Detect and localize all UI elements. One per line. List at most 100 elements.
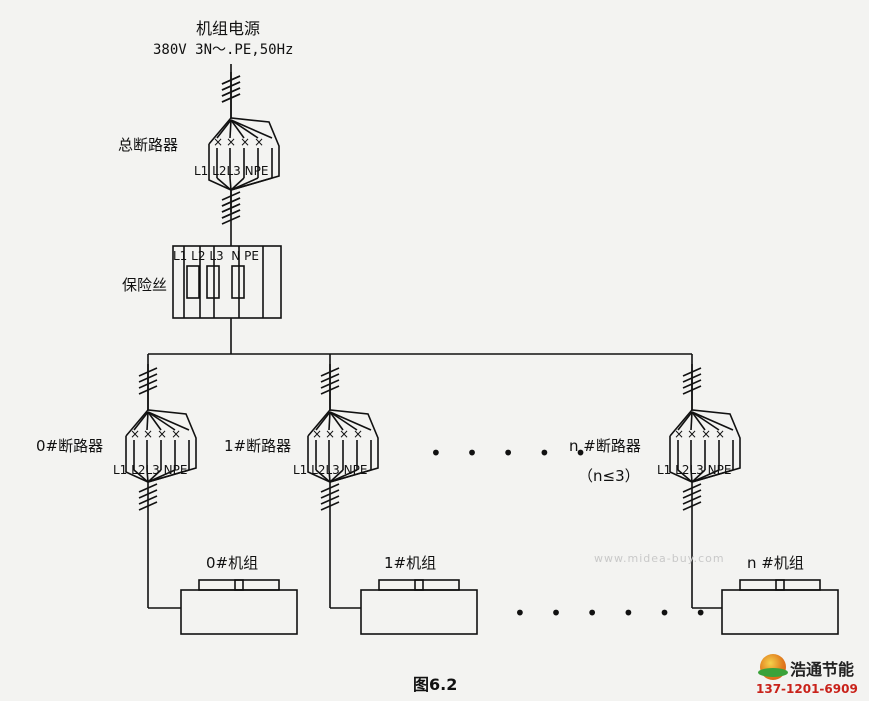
breaker-out-link	[133, 469, 149, 483]
branch-breaker-1-label: 1#断路器	[224, 437, 292, 455]
unit-fan-left	[378, 579, 424, 591]
breaker-pole-link	[230, 119, 259, 139]
breaker-pole-link	[315, 411, 331, 431]
terminal-l2: L2	[131, 463, 146, 477]
logo-leaf-icon	[758, 668, 788, 677]
cable-bundle-mark	[221, 87, 241, 97]
terminal-l2: L2	[675, 463, 690, 477]
breaker-pole-link	[691, 411, 734, 431]
cable-bundle-mark	[221, 81, 241, 91]
breaker-out-link	[230, 177, 245, 191]
cable-bundle-mark	[320, 489, 340, 499]
breaker-contact-mark: ×	[213, 135, 223, 149]
breaker-out-link	[329, 469, 372, 483]
cable-bundle-mark	[320, 495, 340, 505]
unit-1-label: 1#机组	[384, 554, 437, 572]
terminal-l3: L3	[209, 249, 224, 263]
terminal-l2: L2	[191, 249, 206, 263]
cable-bundle-mark	[320, 385, 340, 395]
main-breaker-terminals: L1 L2L3 NPE	[194, 162, 268, 180]
breaker-pole-link	[329, 411, 344, 431]
fuse-block	[172, 245, 282, 319]
logo-name: 浩通节能	[790, 660, 855, 679]
fuse-label: 保险丝	[122, 276, 168, 294]
terminal-l1: L1	[113, 463, 128, 477]
branch-breaker-n-terminals: L1 L2L3 NPE	[657, 461, 731, 479]
breaker-pole-link	[329, 411, 372, 431]
branch-ellipsis: • • • • •	[430, 441, 596, 465]
terminal-pe: PE	[244, 249, 259, 263]
watermark: www.midea-buy.com	[594, 552, 725, 565]
cable-bundle-mark	[138, 379, 158, 389]
fuse-element	[206, 265, 220, 299]
terminal-pe: PE	[716, 463, 732, 477]
breaker-housing	[208, 117, 280, 191]
unit-body	[360, 589, 478, 635]
terminal-l1: L1	[194, 164, 209, 178]
cable-bundle-mark	[138, 367, 158, 377]
terminal-l2: L2	[311, 463, 326, 477]
branch-breaker-n-note: （n≤3）	[578, 467, 640, 485]
breaker-pole-link	[133, 411, 149, 431]
branch-breaker-0-terminals: L1 L2L3 NPE	[113, 461, 187, 479]
breaker-pole-link	[329, 411, 358, 431]
unit-0-label: 0#机组	[206, 554, 259, 572]
breaker-pole-link	[677, 411, 693, 431]
breaker-contact-mark: ×	[339, 427, 349, 441]
fuse-element	[231, 265, 245, 299]
unit-fan-right	[414, 579, 460, 591]
unit-body	[721, 589, 839, 635]
terminal-pe: PE	[172, 463, 188, 477]
cable-bundle-mark	[138, 489, 158, 499]
breaker-out-link	[329, 469, 344, 483]
breaker-contact-mark: ×	[157, 427, 167, 441]
terminal-l3: L3	[226, 164, 241, 178]
main-breaker-label: 总断路器	[118, 136, 179, 154]
breaker-contact-mark: ×	[143, 427, 153, 441]
breaker-out-link	[691, 469, 706, 483]
breaker-contact-mark: ×	[130, 427, 140, 441]
breaker-contact-mark: ×	[254, 135, 264, 149]
breaker-out-link	[147, 469, 162, 483]
breaker-contact-mark: ×	[240, 135, 250, 149]
terminal-l2: L2	[212, 164, 227, 178]
breaker-out-link	[690, 469, 693, 483]
cable-bundle-mark	[221, 197, 241, 207]
breaker-pole-link	[147, 411, 176, 431]
breaker-out-link	[147, 469, 190, 483]
unit-fan-right	[234, 579, 280, 591]
unit-ellipsis: • • • • • •	[514, 601, 716, 625]
breaker-out-link	[230, 177, 273, 191]
breaker-out-link	[677, 469, 693, 483]
terminal-n: N	[163, 463, 173, 477]
breaker-pole-link	[691, 411, 720, 431]
breaker-out-link	[315, 469, 331, 483]
cable-bundle-mark	[320, 373, 340, 383]
fuse-terminals: L1 L2 L3 N PE	[173, 247, 259, 265]
breaker-pole-link	[147, 411, 162, 431]
terminal-l1: L1	[173, 249, 188, 263]
breaker-out-link	[229, 177, 232, 191]
unit-fan-left	[198, 579, 244, 591]
cable-bundle-mark	[221, 215, 241, 225]
power-source-spec: 380V 3N～.PE,50Hz	[153, 42, 294, 58]
branch-breaker-0-label: 0#断路器	[36, 437, 104, 455]
breaker-housing	[669, 409, 741, 483]
breaker-out-link	[328, 469, 331, 483]
cable-bundle-mark	[320, 483, 340, 493]
terminal-pe: PE	[352, 463, 368, 477]
breaker-pole-link	[147, 411, 190, 431]
terminal-pe: PE	[253, 164, 269, 178]
breaker-contact-mark: ×	[325, 427, 335, 441]
breaker-contact-mark: ×	[312, 427, 322, 441]
cable-bundle-mark	[221, 93, 241, 103]
figure-caption: 图6.2	[413, 675, 458, 694]
breaker-out-link	[146, 469, 149, 483]
terminal-l1: L1	[657, 463, 672, 477]
fuse-element	[186, 265, 200, 299]
cable-bundle-mark	[682, 495, 702, 505]
cable-bundle-mark	[221, 75, 241, 85]
breaker-contact-mark: ×	[226, 135, 236, 149]
breaker-pole-link	[216, 119, 232, 139]
